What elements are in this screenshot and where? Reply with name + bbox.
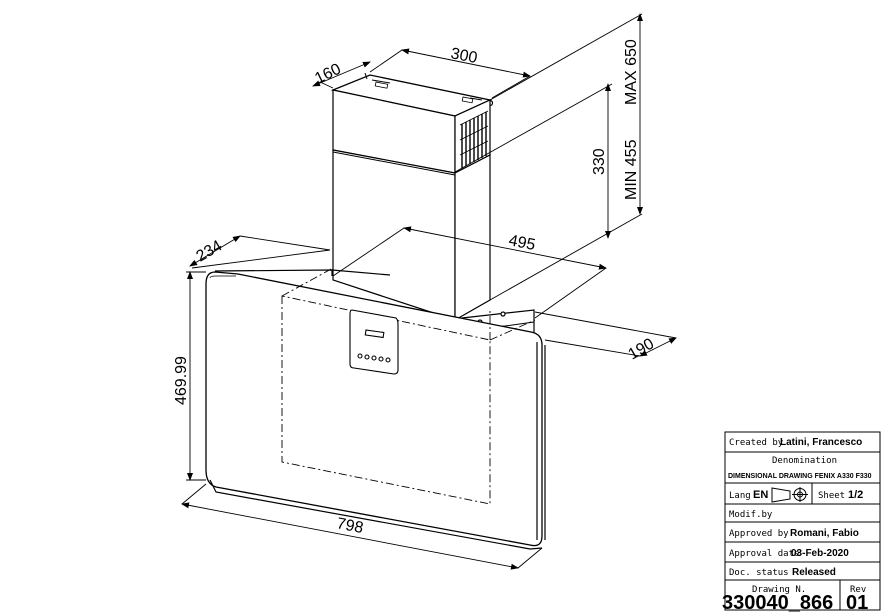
title-block [724, 431, 881, 611]
denomination-value: DIMENSIONAL DRAWING FENIX A330 F330 [728, 473, 872, 480]
lang-value: EN [753, 489, 768, 501]
control-panel [349, 309, 399, 375]
dim-max-650: MAX 650 [623, 39, 640, 105]
dim-300: 300 [449, 45, 479, 67]
sheet-label: Sheet [818, 491, 845, 501]
doc-status-label: Doc. status [729, 568, 789, 578]
dim-798: 798 [335, 515, 365, 537]
lang-label: Lang [729, 491, 751, 501]
dim-495: 495 [507, 232, 537, 254]
canopy-body [205, 267, 546, 550]
rev-value: 01 [846, 592, 868, 612]
approved-by-label: Approved by [729, 529, 789, 539]
dimension-lines [181, 13, 677, 570]
approved-by-value: Romani, Fabio [790, 528, 859, 539]
vent-grille [459, 110, 489, 168]
dim-190: 190 [626, 335, 658, 363]
modif-label: Modif.by [729, 510, 773, 520]
rev-label: Rev [850, 585, 866, 595]
dim-160: 160 [312, 61, 344, 88]
approval-date-value: 03-Feb-2020 [791, 548, 849, 559]
chimney [330, 72, 494, 322]
projection-symbol-icon [771, 487, 808, 503]
denomination-label: Denomination [772, 456, 837, 466]
drawing-n-value: 330040_866 [722, 592, 833, 612]
created-by-value: Latini, Francesco [780, 437, 862, 448]
sheet-value: 1/2 [848, 489, 863, 501]
dim-min-455: MIN 455 [623, 139, 640, 200]
approval-date-label: Approval date [729, 549, 799, 559]
doc-status-value: Released [792, 567, 836, 578]
created-by-label: Created by [729, 438, 784, 448]
dim-469-99: 469.99 [173, 356, 190, 405]
drawing-n-label: Drawing N. [752, 585, 806, 595]
dim-330: 330 [591, 148, 608, 175]
